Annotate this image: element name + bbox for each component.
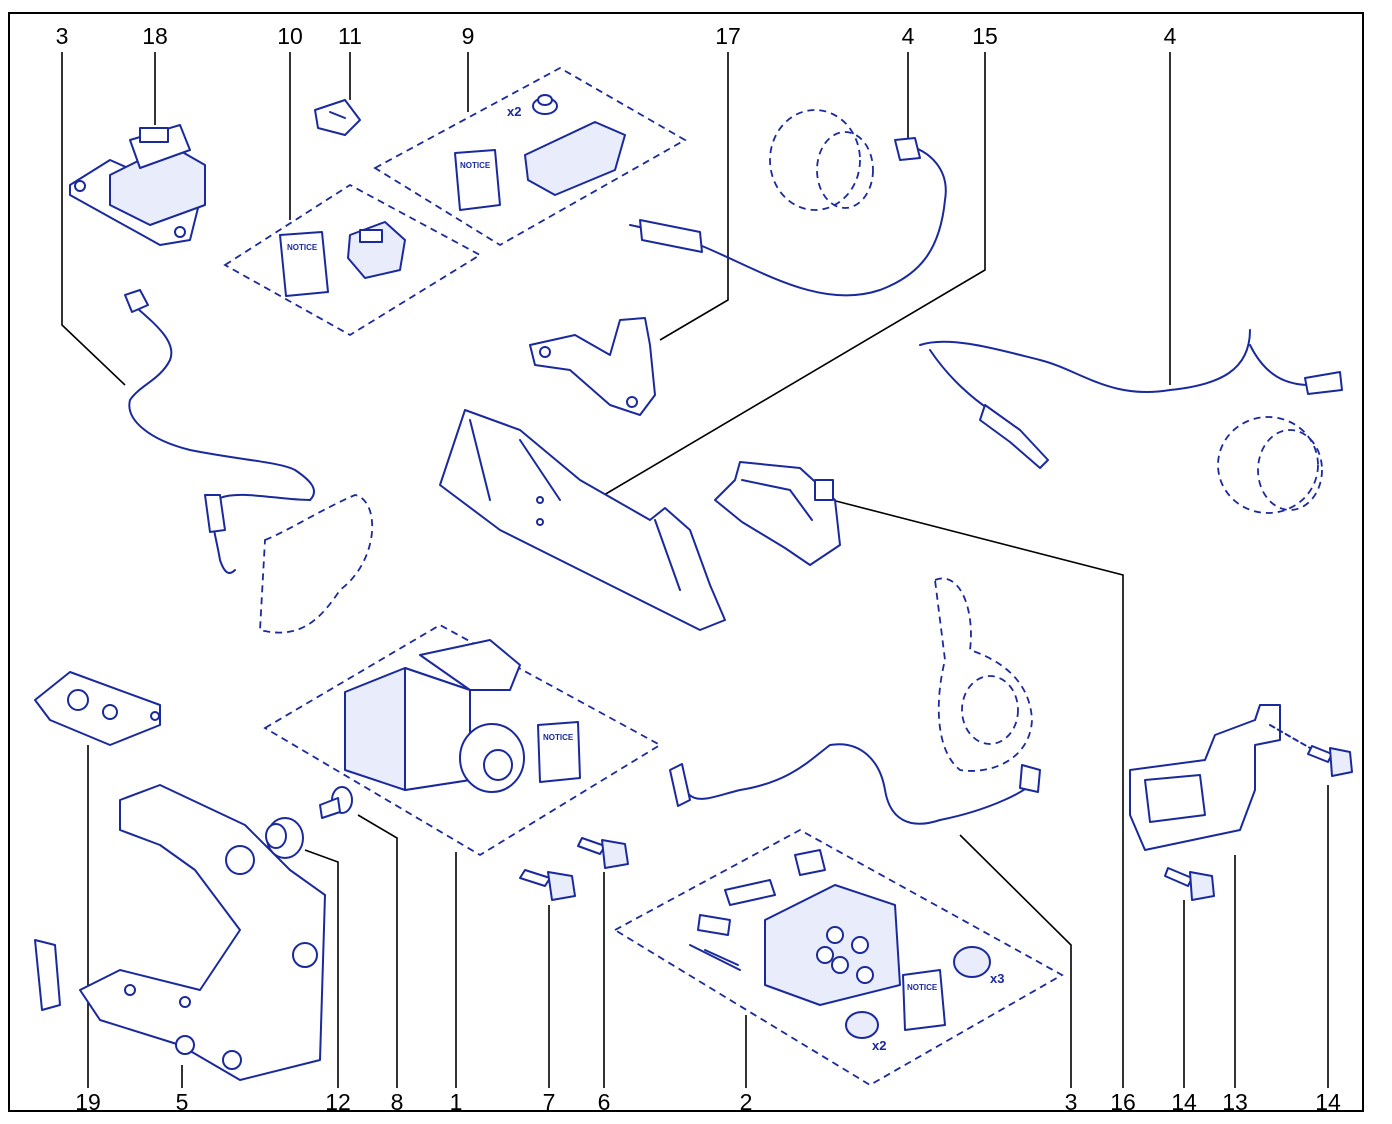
part-15-shield: [439, 409, 726, 631]
part-18-sensor-bracket: [69, 124, 206, 246]
part-3-sensor-right: [669, 577, 1041, 825]
part-4-sensor-left: [629, 109, 947, 297]
callout-19: 19: [75, 1089, 101, 1115]
part-14-bolt-left: [1164, 867, 1215, 901]
part-4-sensor-right: [919, 329, 1343, 514]
callout-3-top: 3: [56, 23, 69, 49]
part-7-bolt: [519, 869, 576, 901]
notice-booklet-1: NOTICE: [543, 733, 574, 742]
callouts-bottom: 19 5 12 8 1 7 6 2 3 16 14 13 14: [75, 1089, 1341, 1115]
part-14-bolt-right: [1269, 724, 1353, 777]
callout-14-right: 14: [1315, 1089, 1341, 1115]
qty-x2-nut: x2: [507, 104, 521, 119]
part-6-bolt: [577, 837, 629, 869]
notice-booklet-2: NOTICE: [907, 983, 938, 992]
callout-8: 8: [391, 1089, 404, 1115]
part-2-valve-block-kit: NOTICE x3 x2: [613, 828, 1064, 1087]
qty-x2-plug: x2: [872, 1038, 886, 1053]
part-16-sensor: [714, 461, 841, 566]
callout-4-left: 4: [902, 23, 915, 49]
part-12-grommet: [265, 817, 304, 859]
qty-x3-cap: x3: [990, 971, 1004, 986]
callout-17: 17: [715, 23, 741, 49]
callout-3-bottom: 3: [1065, 1089, 1078, 1115]
callout-18: 18: [142, 23, 168, 49]
part-3-sensor-left: [124, 289, 374, 634]
callout-5: 5: [176, 1089, 189, 1115]
part-19-plate: [34, 671, 161, 746]
callout-2: 2: [740, 1089, 753, 1115]
callout-16: 16: [1110, 1089, 1136, 1115]
part-13-plate: [1129, 704, 1281, 851]
callout-14-left: 14: [1171, 1089, 1197, 1115]
callout-1: 1: [450, 1089, 463, 1115]
part-9-kit: x2 NOTICE: [373, 66, 687, 247]
notice-booklet-10: NOTICE: [287, 243, 318, 252]
callout-7: 7: [543, 1089, 556, 1115]
callout-15: 15: [972, 23, 998, 49]
part-17-bracket: [529, 317, 656, 416]
part-11-connector: [314, 99, 361, 136]
part-5-bracket: [34, 784, 326, 1081]
callout-12: 12: [325, 1089, 351, 1115]
callouts-top: 3 18 10 11 9 17 4 15 4: [56, 23, 1177, 49]
callout-11: 11: [338, 23, 362, 49]
notice-booklet-9: NOTICE: [460, 161, 491, 170]
leader-lines: [61, 52, 1329, 1088]
callout-4-right: 4: [1164, 23, 1177, 49]
callout-10: 10: [277, 23, 303, 49]
part-1-hydraulic-unit-kit: NOTICE: [263, 623, 662, 857]
part-10-kit: NOTICE: [223, 183, 482, 337]
part-8-pin: [319, 786, 353, 819]
callout-9: 9: [462, 23, 475, 49]
callout-13: 13: [1222, 1089, 1248, 1115]
callout-6: 6: [598, 1089, 611, 1115]
